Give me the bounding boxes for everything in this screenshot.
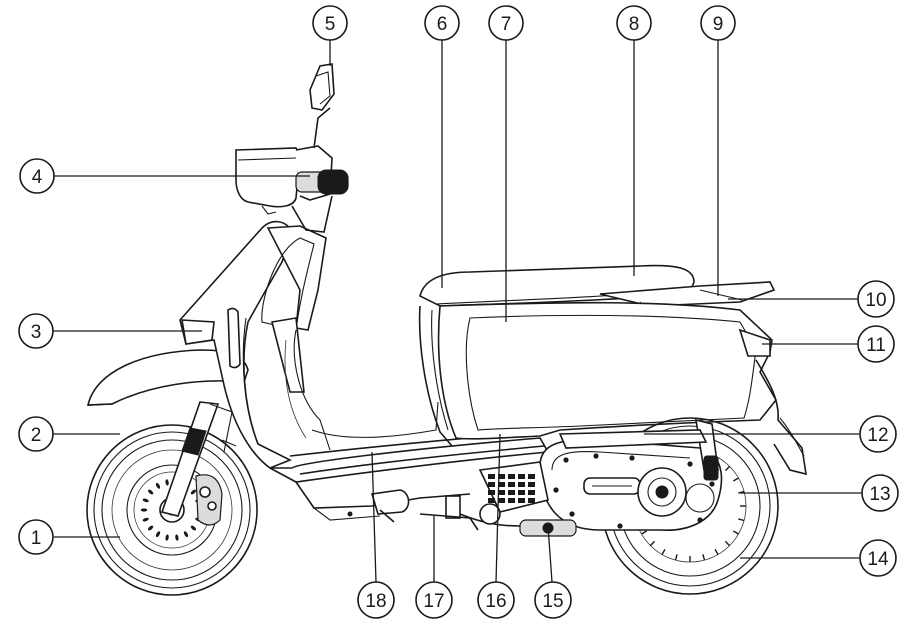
callout-14: 14: [859, 539, 897, 577]
callout-18: 18: [357, 581, 395, 619]
callout-16-label: 16: [485, 591, 506, 612]
callout-1: 1: [18, 519, 54, 555]
handlebar-assembly: [235, 63, 349, 233]
callout-4: 4: [19, 158, 55, 194]
callout-11-label: 11: [866, 335, 886, 356]
callout-2-label: 2: [31, 425, 42, 446]
leader-lines: [52, 40, 862, 583]
callout-6-label: 6: [437, 14, 448, 35]
callout-4-label: 4: [32, 167, 43, 188]
callout-9: 9: [700, 5, 736, 41]
callout-5: 5: [312, 5, 348, 41]
callout-15: 15: [534, 581, 572, 619]
front-body: [179, 220, 331, 469]
callout-13-label: 13: [869, 484, 890, 505]
callout-15-label: 15: [542, 591, 563, 612]
callout-12-label: 12: [867, 425, 888, 446]
callout-17: 17: [415, 581, 453, 619]
front-suspension: [160, 401, 237, 517]
callout-3-label: 3: [31, 322, 42, 343]
floorboard: [269, 401, 550, 521]
callout-14-label: 14: [867, 549, 889, 570]
callout-10: 10: [857, 280, 895, 318]
callout-8-label: 8: [629, 14, 640, 35]
callout-1-label: 1: [31, 528, 42, 549]
callout-9-label: 9: [713, 14, 724, 35]
callout-13: 13: [861, 474, 899, 512]
callout-8: 8: [616, 5, 652, 41]
stands: [370, 489, 479, 531]
rear-body: [418, 301, 807, 476]
callout-16: 16: [477, 581, 515, 619]
callout-10-label: 10: [865, 290, 886, 311]
callout-7-label: 7: [501, 14, 512, 35]
callout-11: 11: [857, 325, 895, 363]
callout-5-label: 5: [325, 14, 336, 35]
callout-17-label: 17: [423, 591, 444, 612]
callout-6: 6: [424, 5, 460, 41]
callout-12: 12: [859, 415, 897, 453]
engine-transmission: [459, 418, 723, 537]
callout-3: 3: [18, 313, 54, 349]
callout-7: 7: [488, 5, 524, 41]
callout-18-label: 18: [365, 591, 386, 612]
callout-2: 2: [18, 416, 54, 452]
